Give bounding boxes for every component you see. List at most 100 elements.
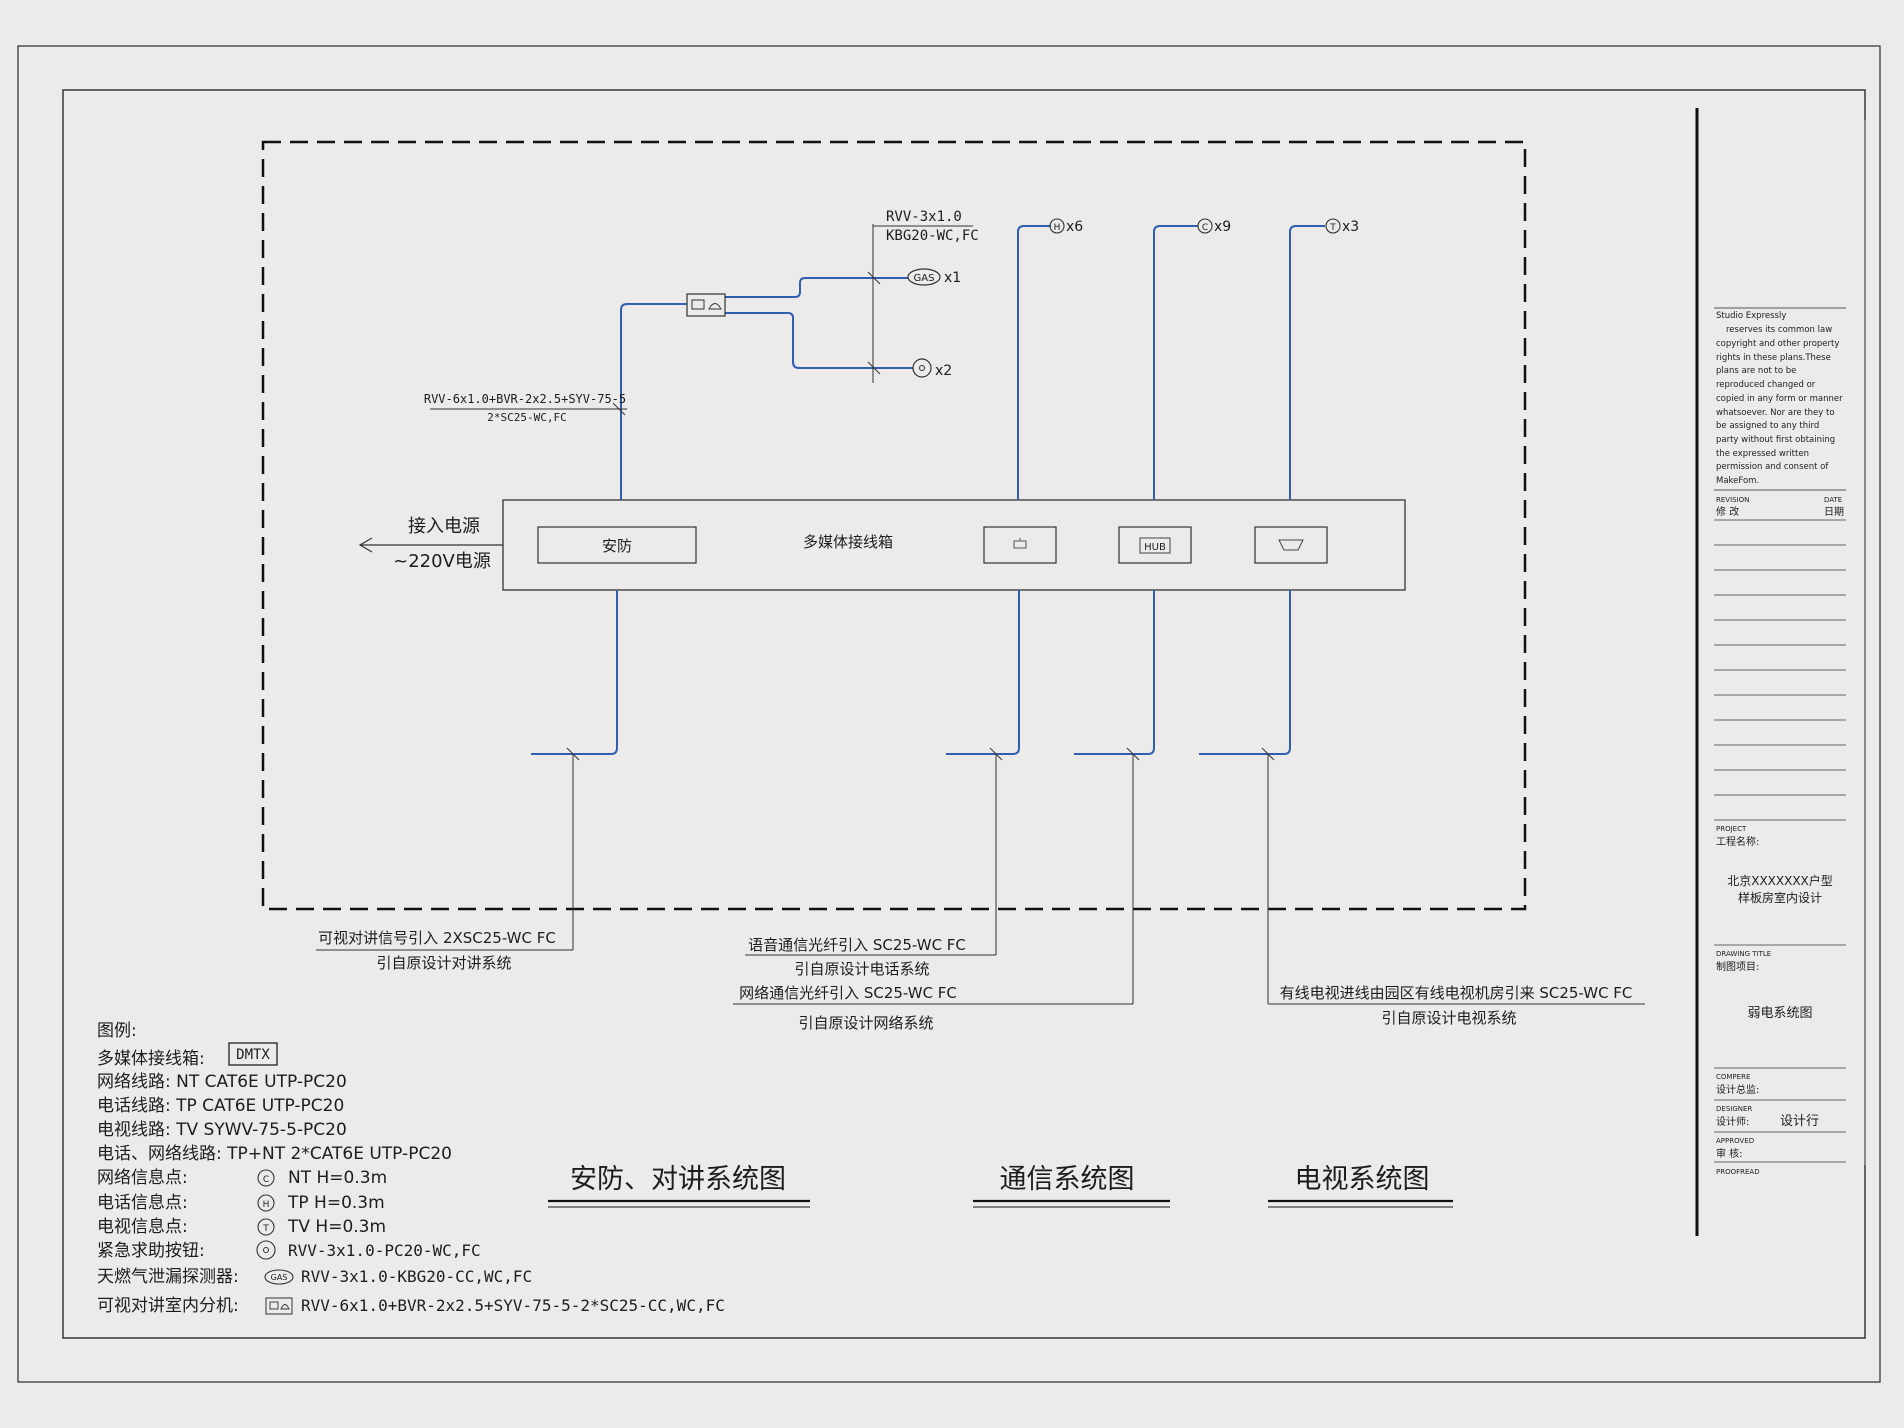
hub-icon xyxy=(1139,537,1171,554)
revision-rows xyxy=(1714,519,1846,821)
tick-mark xyxy=(867,271,881,285)
tick-mark xyxy=(612,402,626,416)
security-module-label: 安防 xyxy=(602,537,632,555)
copyright-line: plans are not to be xyxy=(1716,366,1796,376)
alarm-point-icon xyxy=(256,1240,276,1260)
wires xyxy=(531,225,1325,755)
alarm-wire xyxy=(725,312,913,369)
tp-outlet-icon xyxy=(1049,218,1065,234)
title-security: 安防、对讲系统图 xyxy=(570,1164,786,1195)
copyright-line: whatsoever. Nor are they to xyxy=(1716,408,1835,418)
gas-wire xyxy=(725,277,908,298)
box-label: 多媒体接线箱 xyxy=(803,533,893,551)
legend-intercom-label: 可视对讲室内分机: xyxy=(97,1296,239,1316)
bottom-leaders xyxy=(316,747,1645,1005)
revision-cn: 修 改 xyxy=(1716,505,1739,518)
legend-row-phone: 电话线路: TP CAT6E UTP-PC20 xyxy=(97,1096,344,1116)
nt-symbol: C xyxy=(1202,223,1208,233)
alarm-button-icon xyxy=(912,358,932,378)
revision-en: REVISION xyxy=(1716,496,1749,504)
compere-cn: 设计总监: xyxy=(1716,1083,1759,1096)
dmtx-box-icon xyxy=(228,1042,278,1066)
net-wire-down xyxy=(1074,590,1155,755)
voice-note-1: 语音通信光纤引入 SC25-WC FC xyxy=(748,936,966,954)
power-label: 接入电源 xyxy=(408,516,480,537)
gas-symbol: GAS xyxy=(914,273,935,284)
legend-gas-label: 天燃气泄漏探测器: xyxy=(97,1267,239,1287)
drawing-title-cn: 制图项目: xyxy=(1716,960,1759,973)
legend-row-tv: 电视线路: TV SYWV-75-5-PC20 xyxy=(97,1120,347,1140)
tv-module-icon xyxy=(1278,539,1304,551)
legend-nt-text: NT H=0.3m xyxy=(288,1168,387,1188)
tv-wire-down xyxy=(1199,590,1291,755)
legend-alarm-text: RVV-3x1.0-PC20-WC,FC xyxy=(288,1241,481,1260)
legend-box-code: DMTX xyxy=(236,1047,270,1063)
title-tv: 电视系统图 xyxy=(1295,1164,1430,1195)
proofread-en: PROOFREAD xyxy=(1716,1168,1760,1176)
designer-cn: 设计师: xyxy=(1716,1115,1749,1128)
tp-symbol: H xyxy=(1054,223,1061,233)
legend-tp-symbol: H xyxy=(263,1200,270,1210)
copyright-line: party without first obtaining xyxy=(1716,435,1835,445)
legend-tv-text: TV H=0.3m xyxy=(287,1217,386,1237)
tv-point-icon xyxy=(257,1218,275,1236)
main-cable-line2: 2*SC25-WC,FC xyxy=(487,411,566,424)
copyright-line: rights in these plans.These xyxy=(1716,353,1831,363)
date-en: DATE xyxy=(1824,496,1842,504)
voice-note-2: 引自原设计电话系统 xyxy=(794,960,929,978)
legend-nt-symbol: C xyxy=(263,1175,269,1185)
intercom-note-2: 引自原设计对讲系统 xyxy=(376,954,511,972)
legend-tv-symbol: T xyxy=(262,1224,269,1234)
voice-wire-down xyxy=(946,590,1020,755)
outer-border xyxy=(17,45,1881,1383)
title-comm: 通信系统图 xyxy=(1000,1164,1135,1195)
nt-wire-up xyxy=(1153,225,1198,500)
legend-gas-text: RVV-3x1.0-KBG20-CC,WC,FC xyxy=(301,1267,532,1286)
alarm-cable-line2: KBG20-WC,FC xyxy=(886,228,979,244)
drawing-title-en: DRAWING TITLE xyxy=(1716,950,1771,958)
legend-row-combined: 电话、网络线路: TP+NT 2*CAT6E UTP-PC20 xyxy=(97,1144,452,1164)
net-note-1: 网络通信光纤引入 SC25-WC FC xyxy=(739,984,957,1002)
tv-note-2: 引自原设计电视系统 xyxy=(1381,1009,1516,1027)
net-note-2: 引自原设计网络系统 xyxy=(798,1014,933,1032)
copyright-line: reproduced changed or xyxy=(1716,380,1816,390)
nt-point-icon xyxy=(257,1169,275,1187)
legend: 图例: 多媒体接线箱: DMTX 网络线路: NT CAT6E UTP-PC20… xyxy=(97,1021,725,1316)
copyright-line: be assigned to any third xyxy=(1716,421,1819,431)
hub-module xyxy=(1118,526,1192,564)
intercom-note-1: 可视对讲信号引入 2XSC25-WC FC xyxy=(318,929,556,947)
alarm-point-icon-center xyxy=(263,1247,269,1253)
main-cable-line1: RVV-6x1.0+BVR-2x2.5+SYV-75-5 xyxy=(424,392,626,406)
legend-intercom-text: RVV-6x1.0+BVR-2x2.5+SYV-75-5-2*SC25-CC,W… xyxy=(301,1296,725,1315)
copyright-line: MakeFom. xyxy=(1716,476,1759,486)
copyright-notice: Studio Expressly reserves its common law… xyxy=(1716,311,1843,486)
power-voltage: ~220V电源 xyxy=(393,551,491,572)
copyright-line: copied in any form or manner xyxy=(1716,394,1843,404)
title-block: Studio Expressly reserves its common law… xyxy=(1714,307,1846,1176)
nt-count: x9 xyxy=(1214,219,1231,235)
security-module xyxy=(537,526,697,564)
designer-en: DESIGNER xyxy=(1716,1105,1752,1113)
system-boundary xyxy=(261,140,1527,911)
copyright-line: copyright and other property xyxy=(1716,339,1839,349)
date-cn: 日期 xyxy=(1824,506,1844,518)
copyright-line: reserves its common law xyxy=(1726,325,1832,335)
tick-mark xyxy=(867,361,881,375)
copyright-line: Studio Expressly xyxy=(1716,311,1786,321)
tv-outlet-icon xyxy=(1325,218,1341,234)
multimedia-box xyxy=(502,499,1406,591)
tv-module xyxy=(1254,526,1328,564)
gas-point-icon xyxy=(264,1269,294,1285)
project-line-1: 北京XXXXXXX户型 xyxy=(1727,873,1833,888)
alarm-count: x2 xyxy=(935,363,952,379)
legend-box-label: 多媒体接线箱: xyxy=(97,1049,205,1069)
tv-count: x3 xyxy=(1342,219,1359,235)
phone-module-icon xyxy=(1013,538,1027,549)
legend-row-network: 网络线路: NT CAT6E UTP-PC20 xyxy=(97,1072,347,1092)
gas-count: x1 xyxy=(944,270,961,286)
copyright-line: the expressed written xyxy=(1716,449,1809,459)
legend-gas-symbol: GAS xyxy=(271,1273,288,1282)
intercom-unit-icon xyxy=(686,293,726,317)
tv-note-1: 有线电视进线由园区有线电视机房引来 SC25-WC FC xyxy=(1280,984,1633,1002)
tp-wire-up xyxy=(1017,225,1051,500)
